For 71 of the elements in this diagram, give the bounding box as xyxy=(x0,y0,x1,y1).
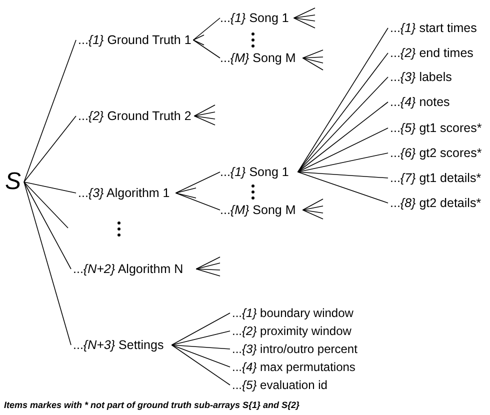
tree-branch-line xyxy=(196,262,220,270)
tree-branch-line xyxy=(24,40,76,182)
tree-branch-line xyxy=(302,56,324,58)
tree-branch-line xyxy=(175,192,220,210)
tree-branch-line xyxy=(302,58,324,70)
tree-branch-line xyxy=(24,116,76,182)
tree-branch-line xyxy=(24,182,68,228)
tree-branch-line xyxy=(24,182,72,346)
tree-node-label: ...{N+2} Algorithm N xyxy=(71,262,196,276)
tree-branch-line xyxy=(192,40,220,58)
tree-branch-line xyxy=(24,182,76,194)
tree-branch-line xyxy=(192,34,204,40)
tree-branch-line xyxy=(297,128,388,172)
tree-branch-line xyxy=(175,172,220,194)
tree-node-label: ...{1} start times xyxy=(388,21,477,35)
tree-branch-line xyxy=(297,152,388,172)
tree-node-label: ...{M} Song M xyxy=(220,51,303,65)
tree-branch-line xyxy=(171,344,230,368)
tree-branch-line xyxy=(171,344,230,386)
tree-node-label: ...{1} Song 1 xyxy=(220,165,298,179)
tree-node-label: ...{1} boundary window xyxy=(230,306,354,320)
tree-branch-line xyxy=(175,188,196,194)
tree-branch-line xyxy=(196,268,220,270)
tree-branch-line xyxy=(297,52,388,172)
tree-branch-line xyxy=(302,50,324,58)
tree-node-label: ...{4} max permutations xyxy=(230,360,356,374)
tree-node-label: ...{6} gt2 scores* xyxy=(388,146,482,160)
tree-branch-line xyxy=(196,268,220,276)
tree-branch-line xyxy=(293,8,316,18)
tree-node-label: ...{2} end times xyxy=(388,46,474,60)
tree-branch-line xyxy=(192,18,220,40)
tree-branch-line xyxy=(293,18,316,28)
tree-branch-line xyxy=(194,116,216,120)
tree-branch-line xyxy=(297,172,388,204)
tree-node-label: ...{1} Song 1 xyxy=(220,11,294,25)
tree-branch-line xyxy=(171,330,230,346)
tree-branch-line xyxy=(24,182,72,270)
tree-branch-line xyxy=(302,58,324,64)
tree-node-label: ...{8} gt2 details* xyxy=(388,196,482,210)
tree-branch-line xyxy=(302,198,324,210)
tree-node-label: ...{5} evaluation id xyxy=(230,378,328,392)
tree-node-label: ...{3} Algorithm 1 xyxy=(76,186,176,200)
tree-branch-line xyxy=(194,112,216,116)
tree-branch-line xyxy=(293,18,316,22)
tree-branch-line xyxy=(192,40,204,46)
tree-branch-line xyxy=(302,210,324,214)
tree-branch-line xyxy=(297,102,388,172)
tree-branch-line xyxy=(302,210,324,220)
tree-node-label: ...{2} Ground Truth 2 xyxy=(76,109,194,123)
tree-branch-line xyxy=(297,76,388,172)
tree-branch-line xyxy=(196,256,220,270)
footnote-caption: Items markes with * not part of ground truth sub-arrays S{1} and S{2} xyxy=(4,399,300,411)
tree-node-label: ...{2} proximity window xyxy=(230,324,352,338)
tree-branch-line xyxy=(297,28,388,172)
tree-node-label: ...{3} labels xyxy=(388,70,452,84)
tree-branch-line xyxy=(194,104,216,116)
tree-branch-line xyxy=(171,312,230,346)
tree-branch-line xyxy=(302,206,324,210)
tree-node-label: ...{3} intro/outro percent xyxy=(230,342,358,356)
tree-branch-line xyxy=(171,344,230,350)
tree-node-label: ...{5} gt1 scores* xyxy=(388,121,482,135)
tree-node-label: ...{N+3} Settings xyxy=(71,338,172,352)
tree-branch-line xyxy=(297,172,388,178)
tree-branch-line xyxy=(194,116,216,126)
tree-node-label: ...{4} notes xyxy=(388,95,450,109)
tree-node-label: ...{M} Song M xyxy=(220,203,303,217)
tree-branch-line xyxy=(175,192,196,198)
tree-node-label: ...{7} gt1 details* xyxy=(388,171,482,185)
tree-branch-line xyxy=(293,14,316,18)
root-label: S xyxy=(4,168,24,196)
tree-node-label: ...{1} Ground Truth 1 xyxy=(76,33,194,47)
